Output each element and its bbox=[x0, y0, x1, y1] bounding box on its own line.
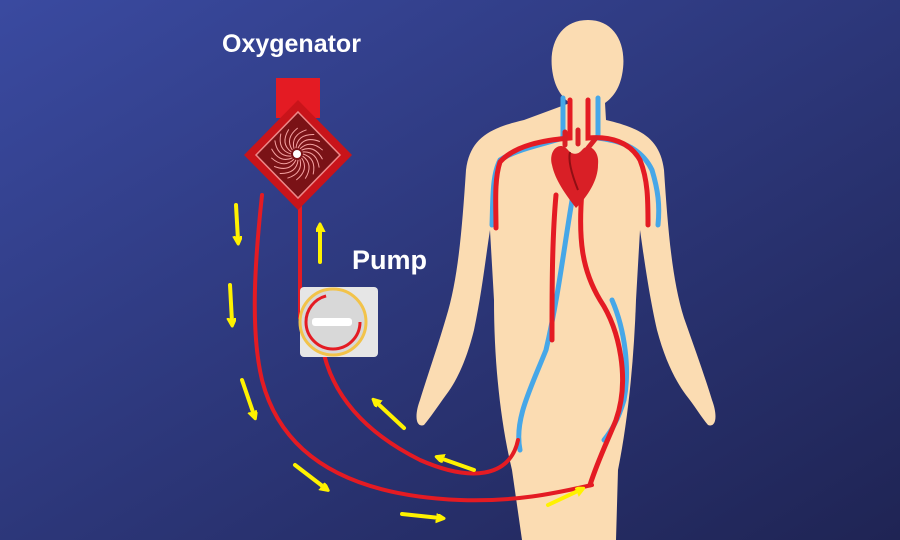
fiber-line bbox=[295, 134, 315, 149]
vena-cava bbox=[516, 175, 579, 453]
arrow-icon bbox=[440, 458, 476, 472]
fiber-line bbox=[302, 151, 320, 168]
human-body bbox=[416, 20, 716, 540]
heart-icon bbox=[551, 127, 599, 208]
pump-roller bbox=[312, 318, 352, 326]
fiber-line bbox=[297, 139, 321, 149]
fiber-line bbox=[302, 155, 310, 179]
fiber-line bbox=[279, 159, 299, 174]
arrow-icon bbox=[230, 283, 232, 322]
oxygenator-center bbox=[293, 150, 301, 158]
fiber-line bbox=[273, 159, 297, 169]
fiber-line bbox=[299, 143, 324, 151]
aorta bbox=[578, 187, 626, 488]
flow-arrows bbox=[230, 203, 580, 518]
oxygenator-label: Oxygenator bbox=[222, 30, 361, 58]
left-artery bbox=[493, 97, 573, 231]
drainage-cannula-line bbox=[252, 193, 594, 503]
pump-tube-loop bbox=[304, 293, 362, 351]
fiber-line bbox=[288, 127, 299, 151]
fiber-line bbox=[284, 129, 292, 153]
fiber-line bbox=[287, 159, 302, 179]
arrow-icon bbox=[546, 490, 580, 507]
fiber-line bbox=[301, 148, 323, 160]
arrow-icon bbox=[376, 402, 406, 430]
pump-label: Pump bbox=[352, 245, 428, 275]
fiber-line bbox=[274, 140, 292, 157]
arrow-icon bbox=[240, 378, 254, 415]
arterial-branch bbox=[549, 192, 559, 343]
pump bbox=[298, 287, 378, 357]
fiber-line bbox=[270, 157, 295, 165]
fiber-line bbox=[302, 153, 315, 175]
oxygenator bbox=[244, 78, 352, 210]
fiber-line bbox=[292, 129, 307, 149]
return-cannula-line bbox=[320, 343, 520, 476]
arrow-icon bbox=[293, 463, 325, 488]
oxygenator-fibers bbox=[270, 127, 324, 181]
arrow-icon bbox=[400, 512, 440, 518]
fiber-line bbox=[295, 157, 306, 181]
fiber-line bbox=[279, 133, 292, 155]
arterial-vessels bbox=[493, 97, 651, 488]
arrow-icon bbox=[236, 203, 238, 240]
right-artery bbox=[585, 97, 651, 228]
fiber-line bbox=[271, 148, 293, 160]
